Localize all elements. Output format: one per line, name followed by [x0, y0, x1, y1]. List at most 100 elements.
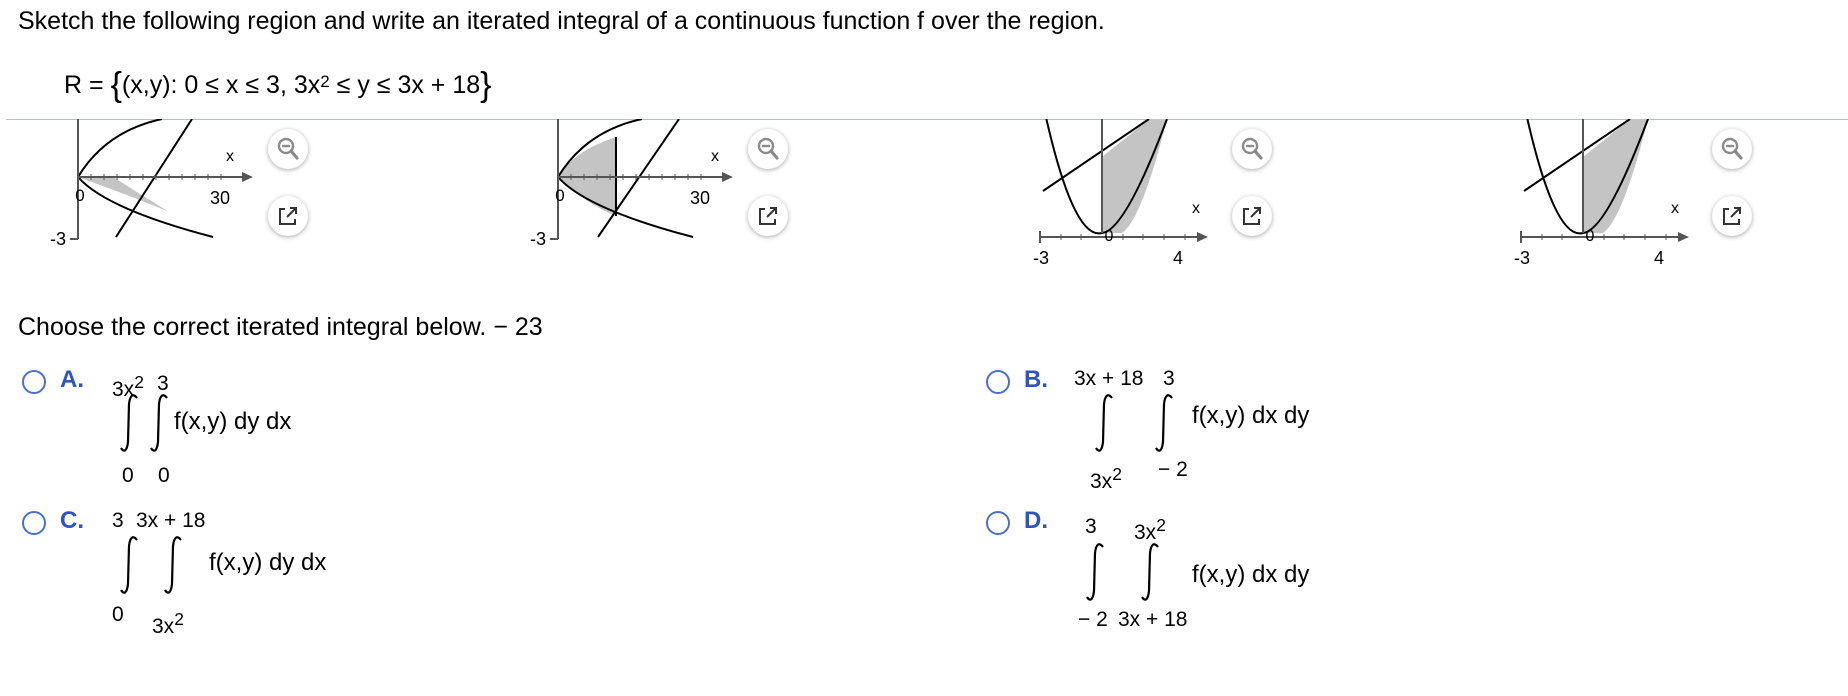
tick-label: 30 [210, 188, 230, 208]
tick-label: -3 [1514, 248, 1530, 268]
outer-upper-limit: 3 [112, 509, 124, 532]
open-external-button-2[interactable] [748, 196, 788, 236]
open-external-button-3[interactable] [1232, 196, 1272, 236]
open-external-icon [1243, 207, 1261, 225]
outer-lower-limit: 0 [122, 464, 134, 487]
radio-button-d[interactable] [986, 511, 1010, 535]
limit-exponent: 2 [134, 372, 144, 392]
zoom-out-button-3[interactable] [1232, 129, 1272, 169]
x-axis-label: x [711, 148, 719, 165]
integral-sign [1095, 394, 1113, 452]
open-external-icon [279, 207, 297, 225]
parabola-curve [1526, 119, 1649, 235]
zoom-out-icon [757, 137, 779, 160]
choice-letter: A. [60, 366, 84, 393]
integral-sign [150, 394, 168, 452]
zoom-out-icon [1241, 137, 1263, 160]
outer-lower-limit: − 2 [1078, 608, 1108, 631]
limit-text: 3x [152, 615, 175, 638]
origin-label: 0 [1586, 228, 1595, 245]
choice-c[interactable]: C. 3 3x + 18 f(x,y) dy dx 0 3x2 [22, 507, 902, 638]
graph-2-plot: x 30 -3 0 [530, 119, 733, 249]
inner-upper-limit: 3 [157, 372, 169, 395]
open-external-button-4[interactable] [1712, 196, 1752, 236]
choice-a[interactable]: A. 3x2 3 f(x,y) dy dx 0 0 [22, 366, 902, 487]
choice-b[interactable]: B. 3x + 18 3 f(x,y) dx dy 3x2 − 2 [986, 366, 1848, 493]
integral-sign [120, 536, 138, 594]
shaded-region [1102, 119, 1167, 233]
graph-4-plot: x -3 4 0 [1514, 119, 1689, 268]
shaded-region [78, 177, 169, 212]
open-external-icon [759, 207, 777, 225]
limit-text: 3x [1134, 521, 1157, 544]
outer-lower-limit: 0 [112, 603, 124, 626]
radio-button-c[interactable] [22, 511, 46, 535]
choice-d[interactable]: D. 3 3x2 f(x,y) dx dy − 2 3x + 18 [986, 507, 1848, 631]
inner-lower-limit: 3x + 18 [1118, 608, 1188, 631]
zoom-out-button-4[interactable] [1712, 129, 1752, 169]
region-body-a: (x,y): 0 ≤ x ≤ 3, 3x [121, 71, 321, 99]
x-axis-label: x [1192, 200, 1200, 217]
origin-label: 0 [1105, 228, 1114, 245]
tick-label: 4 [1173, 248, 1183, 268]
region-close-brace: } [480, 66, 492, 104]
limit-text: 3x [1090, 470, 1113, 493]
question-prompt: Sketch the following region and write an… [18, 7, 1105, 35]
region-exponent: 2 [320, 72, 330, 91]
outer-lower-limit: 3x2 [1090, 462, 1122, 494]
x-axis-arrow [242, 172, 253, 182]
graph-1-plot: x 30 -3 0 [50, 119, 253, 249]
limit-exponent: 2 [174, 609, 184, 629]
integrand: f(x,y) dy dx [209, 549, 327, 576]
radio-button-b[interactable] [986, 370, 1010, 394]
zoom-out-button-1[interactable] [268, 129, 308, 169]
open-external-button-1[interactable] [268, 196, 308, 236]
inner-lower-limit: 0 [158, 464, 170, 487]
zoom-out-icon [1721, 137, 1743, 160]
inner-lower-limit: 3x2 [152, 607, 184, 639]
tick-label: -3 [530, 229, 546, 249]
x-axis-arrow [1197, 232, 1208, 242]
graph-option-2: x 30 -3 0 [526, 119, 826, 269]
integrand: f(x,y) dy dx [174, 408, 292, 435]
region-lhs: R = [64, 71, 104, 99]
integral-sign [1141, 543, 1159, 601]
x-axis-label: x [1671, 200, 1679, 217]
radio-button-a[interactable] [22, 370, 46, 394]
line-curve [1523, 119, 1631, 192]
tick-label: 30 [690, 188, 710, 208]
inner-upper-limit: 3x2 [1134, 513, 1166, 545]
x-axis-arrow [722, 172, 733, 182]
inner-upper-limit: 3x + 18 [136, 509, 206, 532]
graph-option-4: x -3 4 0 [1491, 119, 1791, 269]
choice-letter: C. [60, 507, 84, 534]
integrand: f(x,y) dx dy [1192, 402, 1310, 429]
region-body-b: ≤ y ≤ 3x + 18 [329, 71, 481, 99]
integral-sign [120, 394, 138, 452]
parabola-curve [1045, 119, 1168, 235]
origin-label: 0 [75, 186, 84, 205]
origin-label: 0 [555, 186, 564, 205]
tick-label: -3 [1033, 248, 1049, 268]
divider [6, 119, 1848, 120]
choice-letter: D. [1024, 507, 1048, 534]
question-text: Choose the correct iterated integral bel… [18, 313, 543, 341]
inner-lower-limit: − 2 [1158, 458, 1188, 481]
zoom-out-button-2[interactable] [748, 129, 788, 169]
outer-upper-limit: 3 [1085, 515, 1097, 538]
outer-upper-limit: 3x2 [112, 370, 144, 402]
limit-exponent: 2 [1112, 464, 1122, 484]
x-axis-label: x [226, 148, 234, 165]
graph-option-3: x -3 4 0 [1010, 119, 1310, 269]
integral-sign [164, 536, 182, 594]
choice-letter: B. [1024, 366, 1048, 393]
region-open-brace: { [110, 66, 122, 104]
outer-upper-limit: 3x + 18 [1074, 367, 1144, 390]
zoom-out-icon [277, 137, 299, 160]
open-external-icon [1723, 207, 1741, 225]
integral-sign [1155, 394, 1173, 452]
integrand: f(x,y) dx dy [1192, 561, 1310, 588]
inner-upper-limit: 3 [1163, 367, 1175, 390]
x-axis-arrow [1678, 232, 1689, 242]
graph-3-plot: x -3 4 0 [1033, 119, 1208, 268]
